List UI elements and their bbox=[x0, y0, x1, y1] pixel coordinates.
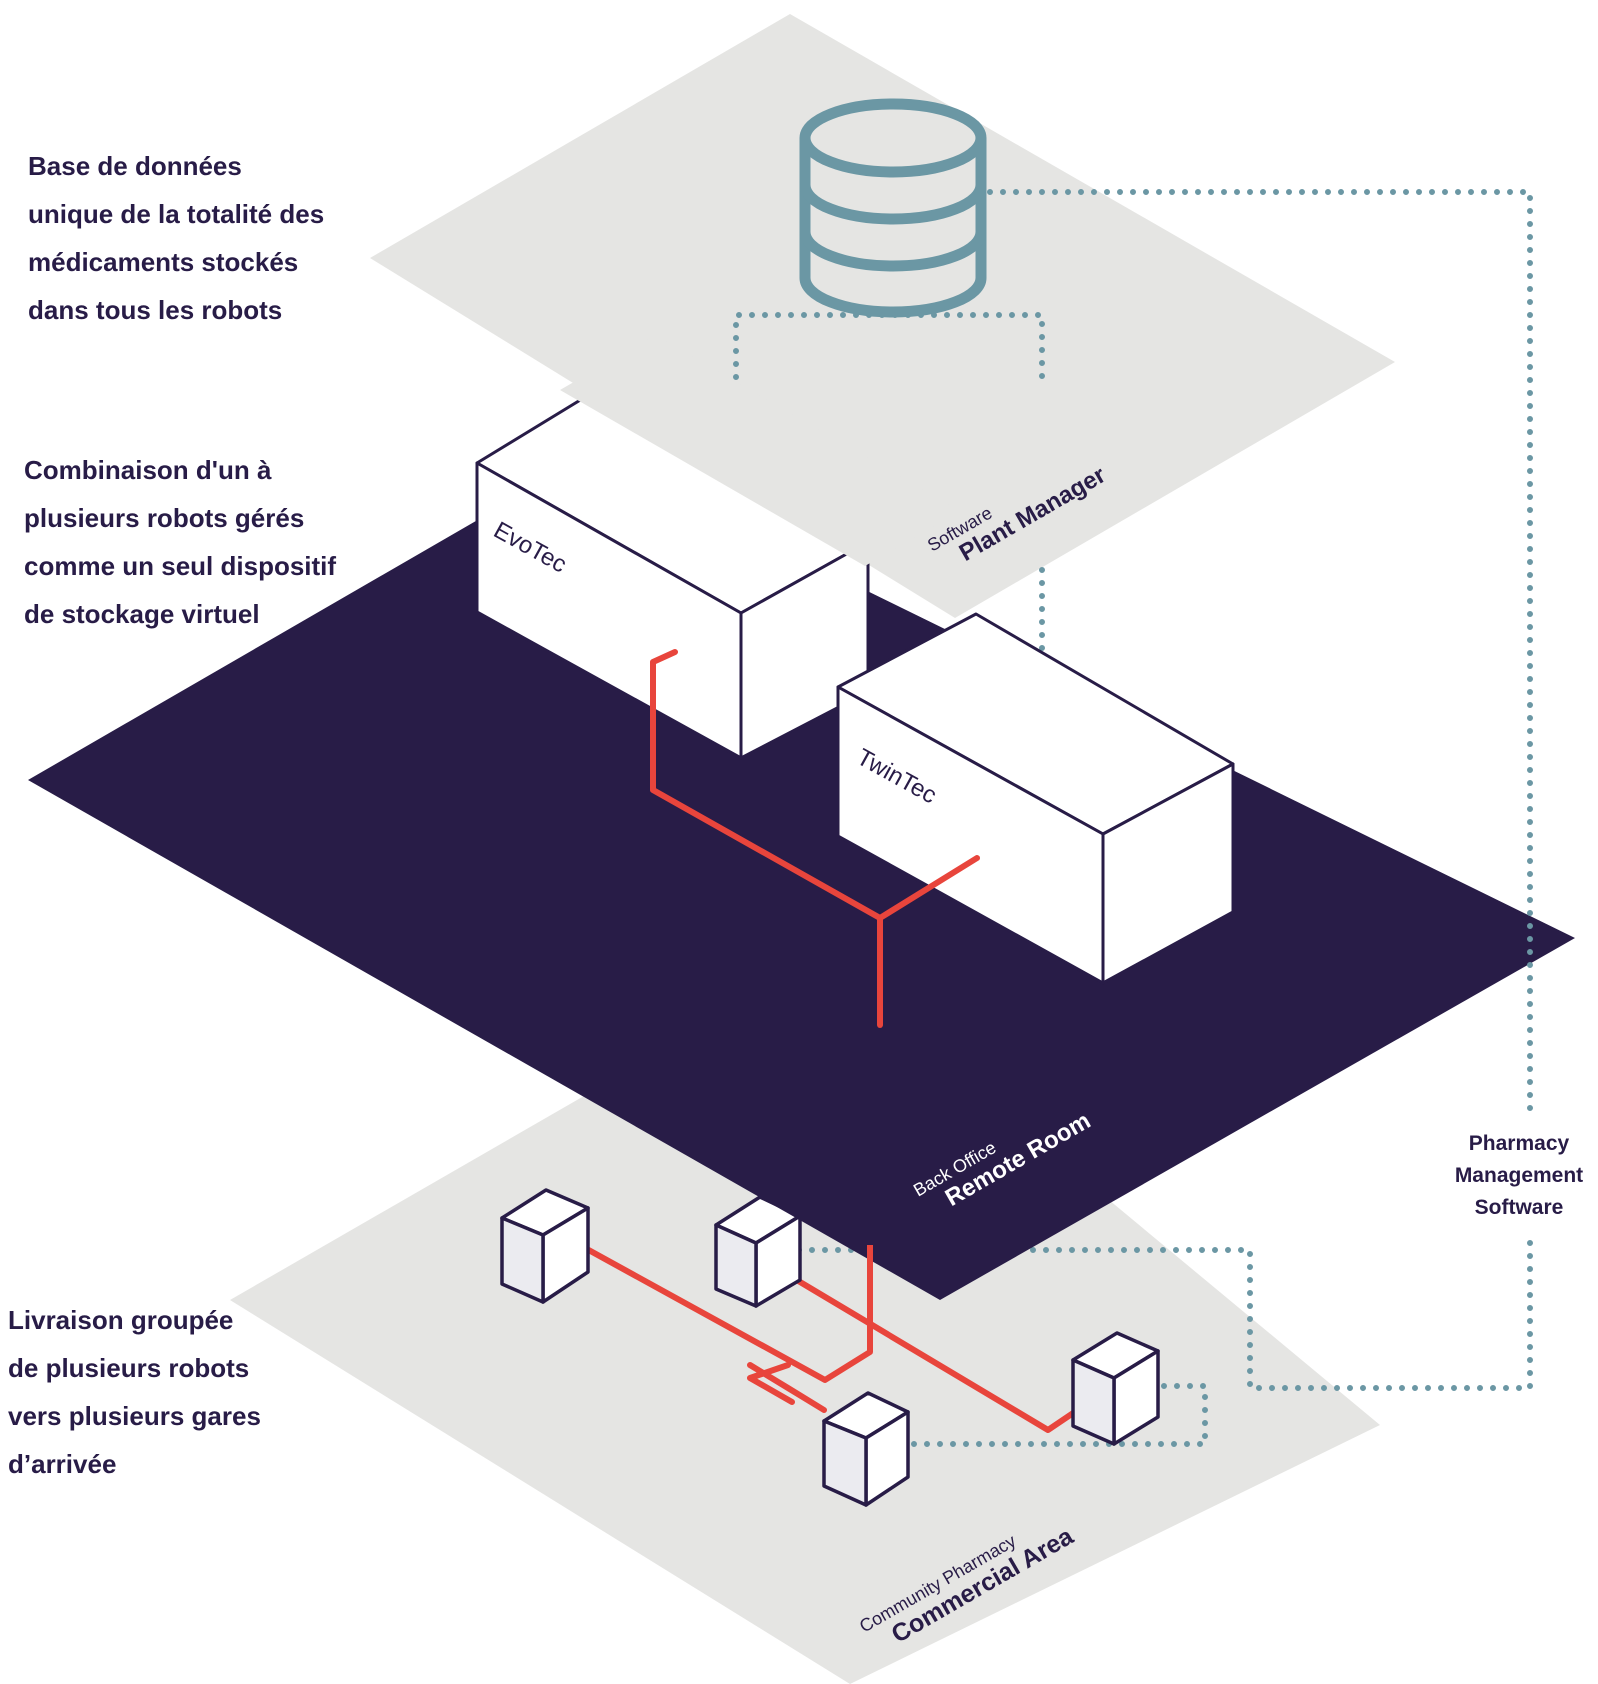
station-4 bbox=[822, 1391, 910, 1507]
station-2 bbox=[714, 1195, 802, 1308]
remote-room-red-lines bbox=[650, 649, 980, 1028]
plant-manager-plane-overlap bbox=[560, 335, 960, 566]
station-1 bbox=[500, 1188, 590, 1304]
pharmacy-management-software-label: Pharmacy Management Software bbox=[1424, 1128, 1598, 1224]
commercial-area-plane bbox=[230, 960, 1380, 1684]
database-icon bbox=[799, 98, 987, 318]
database-note-line: Base de données bbox=[28, 151, 242, 181]
twintec-robot bbox=[836, 612, 1235, 985]
delivery-note: Livraison groupée de plusieurs robots ve… bbox=[8, 1296, 261, 1488]
database-note-line: unique de la totalité des bbox=[28, 199, 325, 229]
pms-line: Management bbox=[1454, 1164, 1584, 1187]
database-note: Base de données unique de la totalité de… bbox=[28, 142, 324, 334]
robots-note-line: Combinaison d'un à bbox=[24, 455, 272, 485]
robots-note: Combinaison d'un à plusieurs robots géré… bbox=[24, 446, 336, 638]
delivery-note-line: de plusieurs robots bbox=[8, 1353, 250, 1383]
evotec-robot bbox=[475, 386, 870, 760]
commercial-dotted-links bbox=[783, 1237, 1533, 1447]
pms-line: Software bbox=[1474, 1196, 1564, 1219]
remote-room-plane bbox=[28, 455, 1575, 1300]
robots-note-line: comme un seul dispositif bbox=[24, 551, 337, 581]
delivery-note-line: d’arrivée bbox=[8, 1449, 117, 1479]
database-note-line: médicaments stockés bbox=[28, 247, 299, 277]
robots-note-line: de stockage virtuel bbox=[24, 599, 260, 629]
delivery-note-line: vers plusieurs gares bbox=[8, 1401, 261, 1431]
database-note-line: dans tous les robots bbox=[28, 295, 283, 325]
station-3 bbox=[1071, 1331, 1160, 1446]
pms-line: Pharmacy bbox=[1468, 1132, 1570, 1155]
delivery-note-line: Livraison groupée bbox=[8, 1305, 234, 1335]
robots-note-line: plusieurs robots gérés bbox=[24, 503, 305, 533]
